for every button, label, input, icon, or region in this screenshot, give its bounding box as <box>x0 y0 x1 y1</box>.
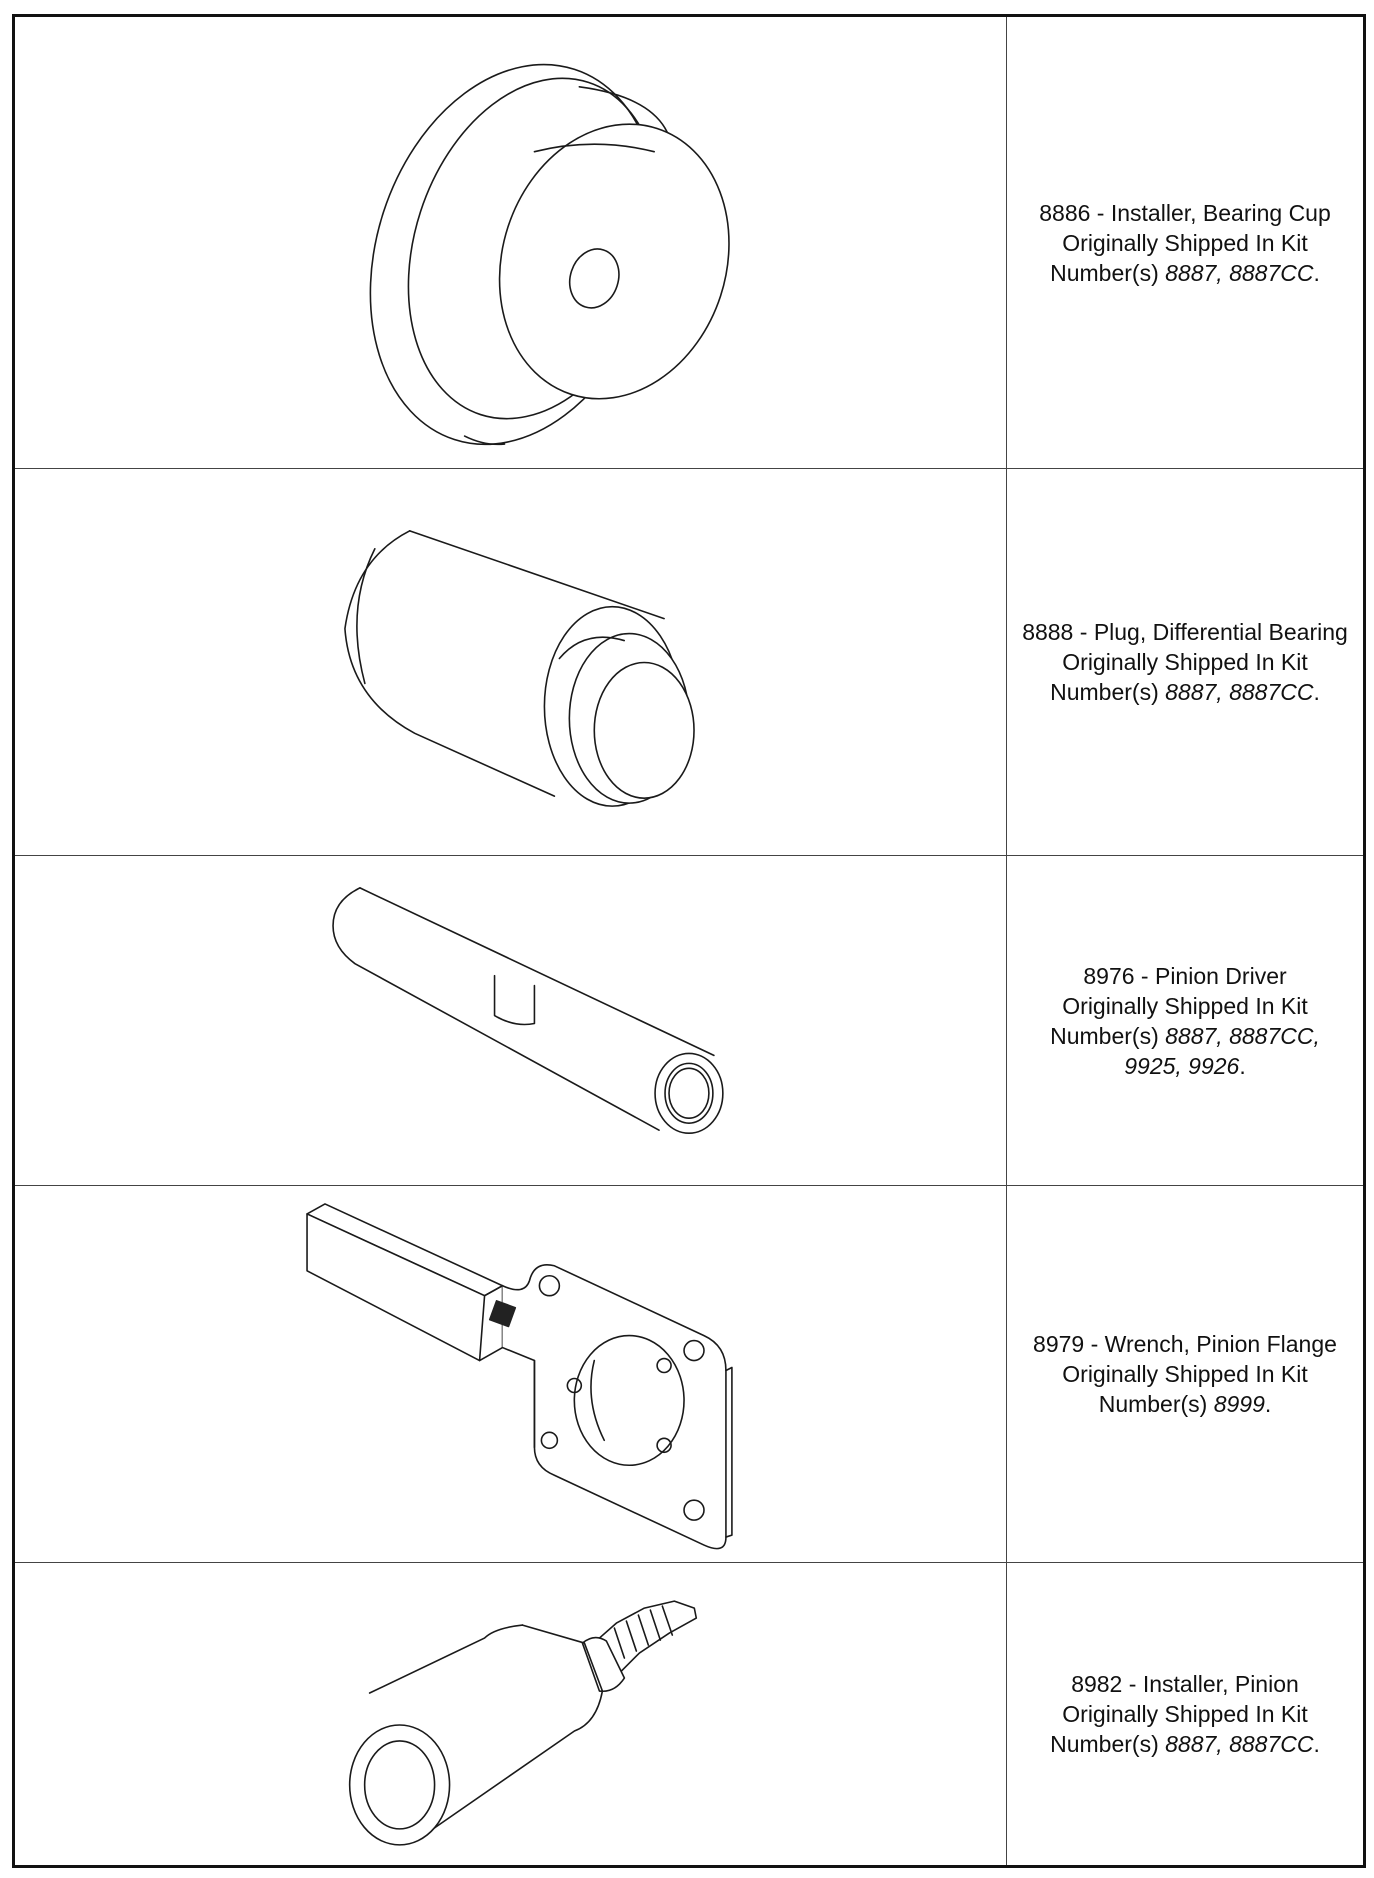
tool-image-cell <box>15 1563 1007 1865</box>
tool-description: 8982 - Installer, Pinion Originally Ship… <box>1020 1669 1350 1759</box>
kit-numbers: 8887, 8887CC, 9925, 9926 <box>1124 1022 1320 1079</box>
tool-description-cell: 8982 - Installer, Pinion Originally Ship… <box>1007 1563 1363 1865</box>
shipped-text: Originally Shipped In Kit <box>1062 649 1308 675</box>
kits-prefix: Number(s) <box>1050 259 1166 286</box>
tool-image-cell <box>15 17 1007 469</box>
pinion-driver-drawing <box>332 887 724 1134</box>
tool-name: Pinion Driver <box>1154 962 1287 989</box>
kits-suffix: . <box>1313 1731 1320 1757</box>
tool-name: Wrench, Pinion Flange <box>1104 1331 1337 1357</box>
tool-image-cell <box>15 1186 1007 1563</box>
kits-prefix: Number(s) <box>1050 1022 1166 1049</box>
shipped-text: Originally Shipped In Kit <box>1062 229 1308 256</box>
tool-name: Installer, Bearing Cup <box>1110 199 1331 226</box>
pinion-installer-drawing <box>348 1600 698 1846</box>
tool-description: 8886 - Installer, Bearing Cup Originally… <box>1020 198 1350 288</box>
tool-description-cell: 8886 - Installer, Bearing Cup Originally… <box>1007 17 1363 469</box>
tool-description: 8979 - Wrench, Pinion Flange Originally … <box>1020 1329 1350 1419</box>
kits-suffix: . <box>1313 259 1320 286</box>
shipped-text: Originally Shipped In Kit <box>1062 992 1308 1019</box>
kit-numbers: 8999 <box>1213 1391 1265 1417</box>
kit-numbers: 8887, 8887CC <box>1165 679 1314 705</box>
kits-prefix: Number(s) <box>1098 1391 1214 1417</box>
differential-bearing-plug-drawing <box>344 530 695 807</box>
tool-description: 8888 - Plug, Differential Bearing Origin… <box>1020 617 1350 707</box>
tool-table: 8886 - Installer, Bearing Cup Originally… <box>12 14 1366 1868</box>
tool-name: Installer, Pinion <box>1142 1671 1299 1697</box>
kits-suffix: . <box>1239 1052 1246 1079</box>
kits-prefix: Number(s) <box>1050 1731 1166 1757</box>
shipped-text: Originally Shipped In Kit <box>1062 1361 1308 1387</box>
tool-image-cell <box>15 469 1007 856</box>
tool-description-cell: 8979 - Wrench, Pinion Flange Originally … <box>1007 1186 1363 1563</box>
kit-numbers: 8887, 8887CC <box>1165 1731 1314 1757</box>
kit-numbers: 8887, 8887CC <box>1165 259 1314 286</box>
shipped-text: Originally Shipped In Kit <box>1062 1701 1308 1727</box>
tool-name: Plug, Differential Bearing <box>1093 619 1348 645</box>
tool-number: 8886 <box>1039 199 1091 226</box>
bearing-cup-installer-drawing <box>369 63 730 446</box>
tool-number: 8979 <box>1033 1331 1085 1357</box>
tool-number: 8976 <box>1083 962 1135 989</box>
tool-description-cell: 8976 - Pinion Driver Originally Shipped … <box>1007 856 1363 1186</box>
tool-description: 8976 - Pinion Driver Originally Shipped … <box>1020 961 1350 1081</box>
kits-prefix: Number(s) <box>1050 679 1166 705</box>
tool-image-cell <box>15 856 1007 1186</box>
tool-description-cell: 8888 - Plug, Differential Bearing Origin… <box>1007 469 1363 856</box>
tool-number: 8982 <box>1071 1671 1123 1697</box>
kits-suffix: . <box>1264 1391 1272 1417</box>
pinion-flange-wrench-drawing <box>306 1203 733 1550</box>
tool-number: 8888 <box>1022 619 1074 645</box>
kits-suffix: . <box>1313 679 1320 705</box>
